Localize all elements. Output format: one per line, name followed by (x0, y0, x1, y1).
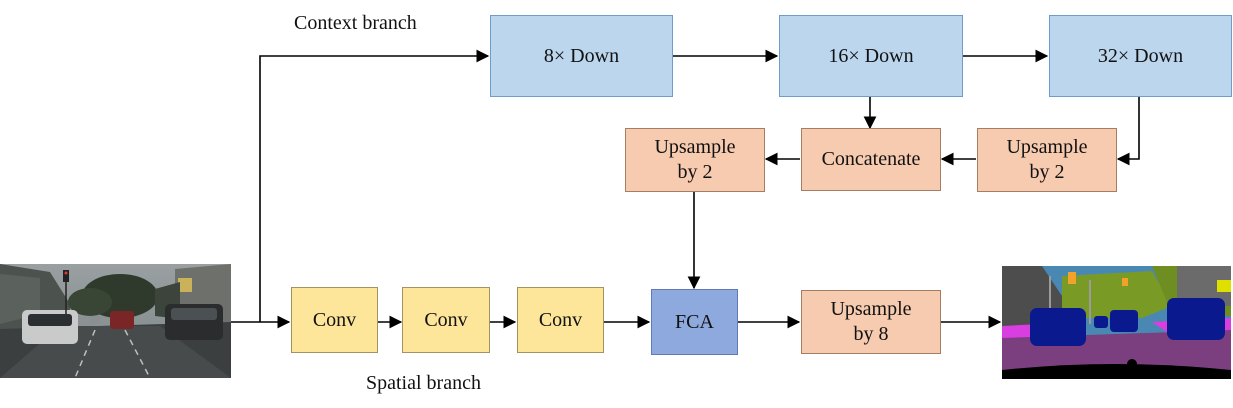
concatenate-block: Concatenate (801, 128, 941, 191)
input-street-image (0, 264, 231, 378)
down16-block: 16× Down (779, 15, 963, 97)
context-branch-label: Context branch (294, 12, 417, 34)
down32-block: 32× Down (1049, 15, 1232, 97)
upsample-by-8-block: Upsample by 8 (801, 290, 941, 354)
arrow-down32-to-upsample (1116, 97, 1140, 166)
upsample-by-2-right-block: Upsample by 2 (977, 128, 1117, 192)
conv1-block: Conv (291, 287, 378, 353)
output-segmentation-image (1002, 266, 1231, 379)
conv2-block: Conv (402, 287, 490, 353)
conv3-block: Conv (517, 287, 604, 353)
spatial-branch-label: Spatial branch (366, 372, 481, 394)
fca-block: FCA (651, 289, 738, 355)
down8-block: 8× Down (490, 15, 673, 97)
arrow-input-to-down8 (259, 49, 490, 322)
upsample-by-2-left-block: Upsample by 2 (625, 128, 765, 192)
